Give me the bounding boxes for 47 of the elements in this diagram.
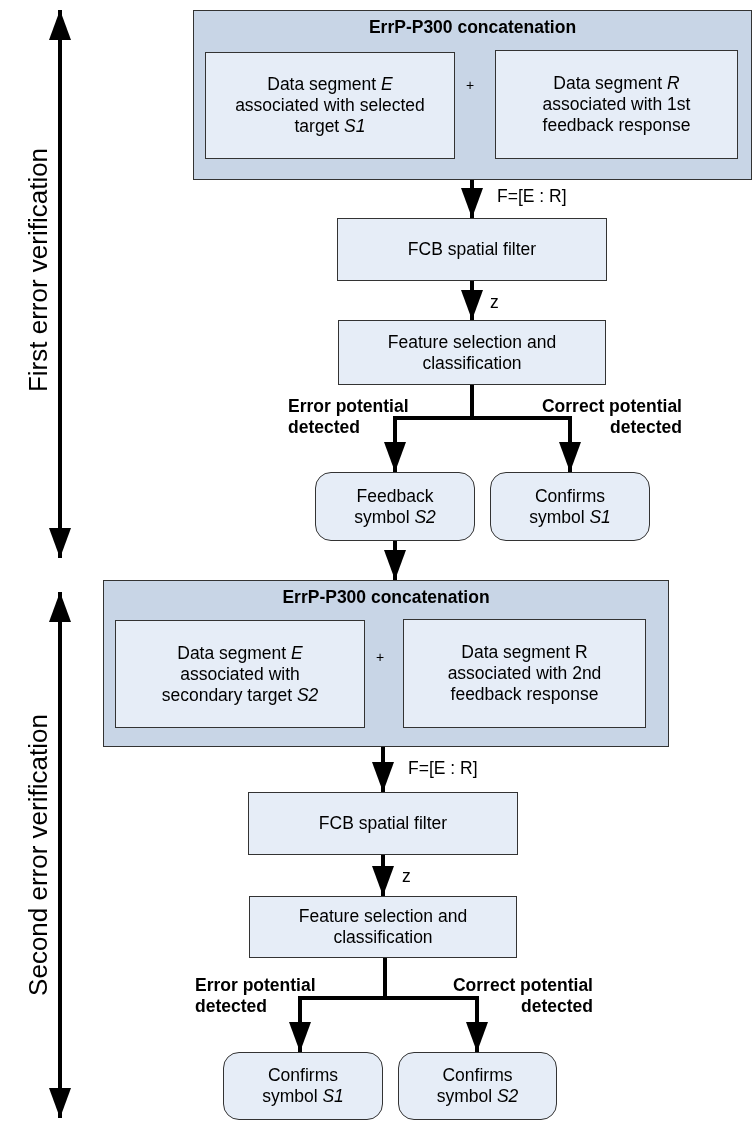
- edge-label: z: [490, 292, 499, 313]
- node-label: Feature selection and classification: [386, 331, 558, 374]
- group-panel: [103, 580, 669, 747]
- node-label: Data segment R associated with 2nd feedback response: [446, 642, 603, 705]
- process-box: [248, 792, 518, 855]
- node-label: Confirms symbol S1: [528, 485, 612, 528]
- result-box: [398, 1052, 557, 1120]
- process-box: [338, 320, 606, 385]
- edge-label: Error potential detected: [195, 975, 317, 1017]
- arrow: [461, 281, 483, 320]
- panel-heading: ErrP-P300 concatenation: [281, 587, 491, 608]
- section-label: First error verification: [22, 147, 54, 393]
- arrow: [470, 385, 581, 472]
- plus-sign: +: [466, 77, 475, 94]
- node-label: Confirms symbol S2: [435, 1065, 520, 1107]
- plus-sign: +: [376, 649, 385, 666]
- process-box: [403, 619, 646, 728]
- arrow: [372, 855, 394, 896]
- node-label: Data segment E associated with selected target S1: [234, 74, 426, 137]
- process-box: [337, 218, 607, 281]
- edge-label: F=[E : R]: [408, 758, 478, 779]
- edge-label: Correct potential detected: [540, 396, 682, 438]
- node-label: FCB spatial filter: [318, 813, 448, 834]
- node-label: Data segment E associated with secondary target S2: [160, 642, 320, 706]
- edge-label: F=[E : R]: [497, 186, 567, 207]
- group-panel: [193, 10, 752, 180]
- edge-label: z: [402, 866, 411, 887]
- node-label: FCB spatial filter: [407, 239, 537, 260]
- result-box: [490, 472, 650, 541]
- section-label: Second error verification: [22, 714, 54, 996]
- node-label: Data segment R associated with 1st feedback response: [541, 73, 692, 136]
- node-label: Feedback symbol S2: [353, 485, 437, 528]
- arrow: [384, 541, 406, 580]
- result-box: [315, 472, 475, 541]
- node-label: Feature selection and classification: [297, 906, 469, 948]
- arrow: [372, 747, 394, 792]
- node-label: Confirms symbol S1: [261, 1065, 345, 1107]
- panel-heading: ErrP-P300 concatenation: [367, 17, 578, 38]
- process-box: [249, 896, 517, 958]
- edge-label: Correct potential detected: [451, 975, 593, 1017]
- result-box: [223, 1052, 383, 1120]
- arrow: [461, 180, 483, 218]
- process-box: [115, 620, 365, 728]
- arrow: [383, 958, 488, 1052]
- edge-label: Error potential detected: [288, 396, 410, 438]
- process-box: [495, 50, 738, 159]
- process-box: [205, 52, 455, 159]
